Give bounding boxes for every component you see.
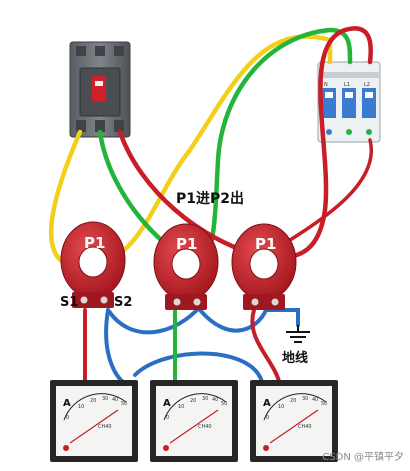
meter-tick: 10 — [178, 404, 184, 410]
meter-model: CH40 — [198, 424, 212, 430]
meter-unit: A — [163, 398, 171, 409]
wire-yellow — [48, 34, 333, 269]
wire-blue — [198, 303, 270, 333]
ammeter-2: A 0 10 20 30 40 50 CH40 — [150, 380, 238, 462]
ground-label: 地线 — [282, 350, 308, 366]
wire-green — [97, 27, 353, 265]
meter-tick: 0 — [166, 415, 169, 421]
meter-tick: 50 — [221, 401, 227, 407]
small-breaker-pole-mark: L1 — [344, 82, 350, 88]
meter-tick: 0 — [66, 415, 69, 421]
ct-label: P1 — [176, 235, 197, 253]
ground-symbol-icon — [286, 325, 310, 343]
meter-tick: 20 — [290, 398, 296, 404]
meter-tick: 40 — [112, 397, 118, 403]
s1-label: S1 — [60, 295, 78, 310]
meter-tick: 40 — [212, 397, 218, 403]
breaker-handle[interactable] — [92, 76, 106, 102]
meter-model: CH40 — [98, 424, 112, 430]
ct-label: P1 — [84, 234, 105, 252]
p1-in-p2-out-label: P1进P2出 — [176, 190, 244, 207]
meter-tick: 30 — [202, 396, 208, 402]
ct-1: P1 — [60, 221, 126, 308]
meter-tick: 10 — [78, 404, 84, 410]
meter-unit: A — [63, 398, 71, 409]
meter-tick: 0 — [266, 415, 269, 421]
ammeter-3: A 0 10 20 30 40 50 CH40 — [250, 380, 338, 462]
meter-tick: 50 — [121, 401, 127, 407]
meter-tick: 20 — [190, 398, 196, 404]
meter-tick: 30 — [102, 396, 108, 402]
wire-red — [117, 26, 374, 260]
watermark: CSDN @平镇平夕 — [322, 452, 404, 463]
meter-tick: 50 — [321, 401, 327, 407]
small-breaker: N L1 L2 — [317, 61, 381, 143]
ct-3: P1 — [231, 223, 297, 310]
ammeter-1: A 0 10 20 30 40 50 CH40 — [50, 380, 138, 462]
meter-tick: 10 — [278, 404, 284, 410]
meter-model: CH40 — [298, 424, 312, 430]
small-breaker-pole-mark: N — [324, 82, 328, 88]
meter-unit: A — [263, 398, 271, 409]
small-breaker-pole-mark: L2 — [364, 82, 370, 88]
ct-label: P1 — [255, 235, 276, 253]
meter-tick: 20 — [90, 398, 96, 404]
wire-blue — [266, 308, 300, 327]
wire-red-return — [288, 138, 374, 242]
wire-red-s1 — [250, 308, 282, 387]
ct-2: P1 — [153, 223, 219, 310]
meter-tick: 30 — [302, 396, 308, 402]
meter-tick: 40 — [312, 397, 318, 403]
main-breaker — [69, 41, 131, 138]
s2-label: S2 — [114, 295, 132, 310]
